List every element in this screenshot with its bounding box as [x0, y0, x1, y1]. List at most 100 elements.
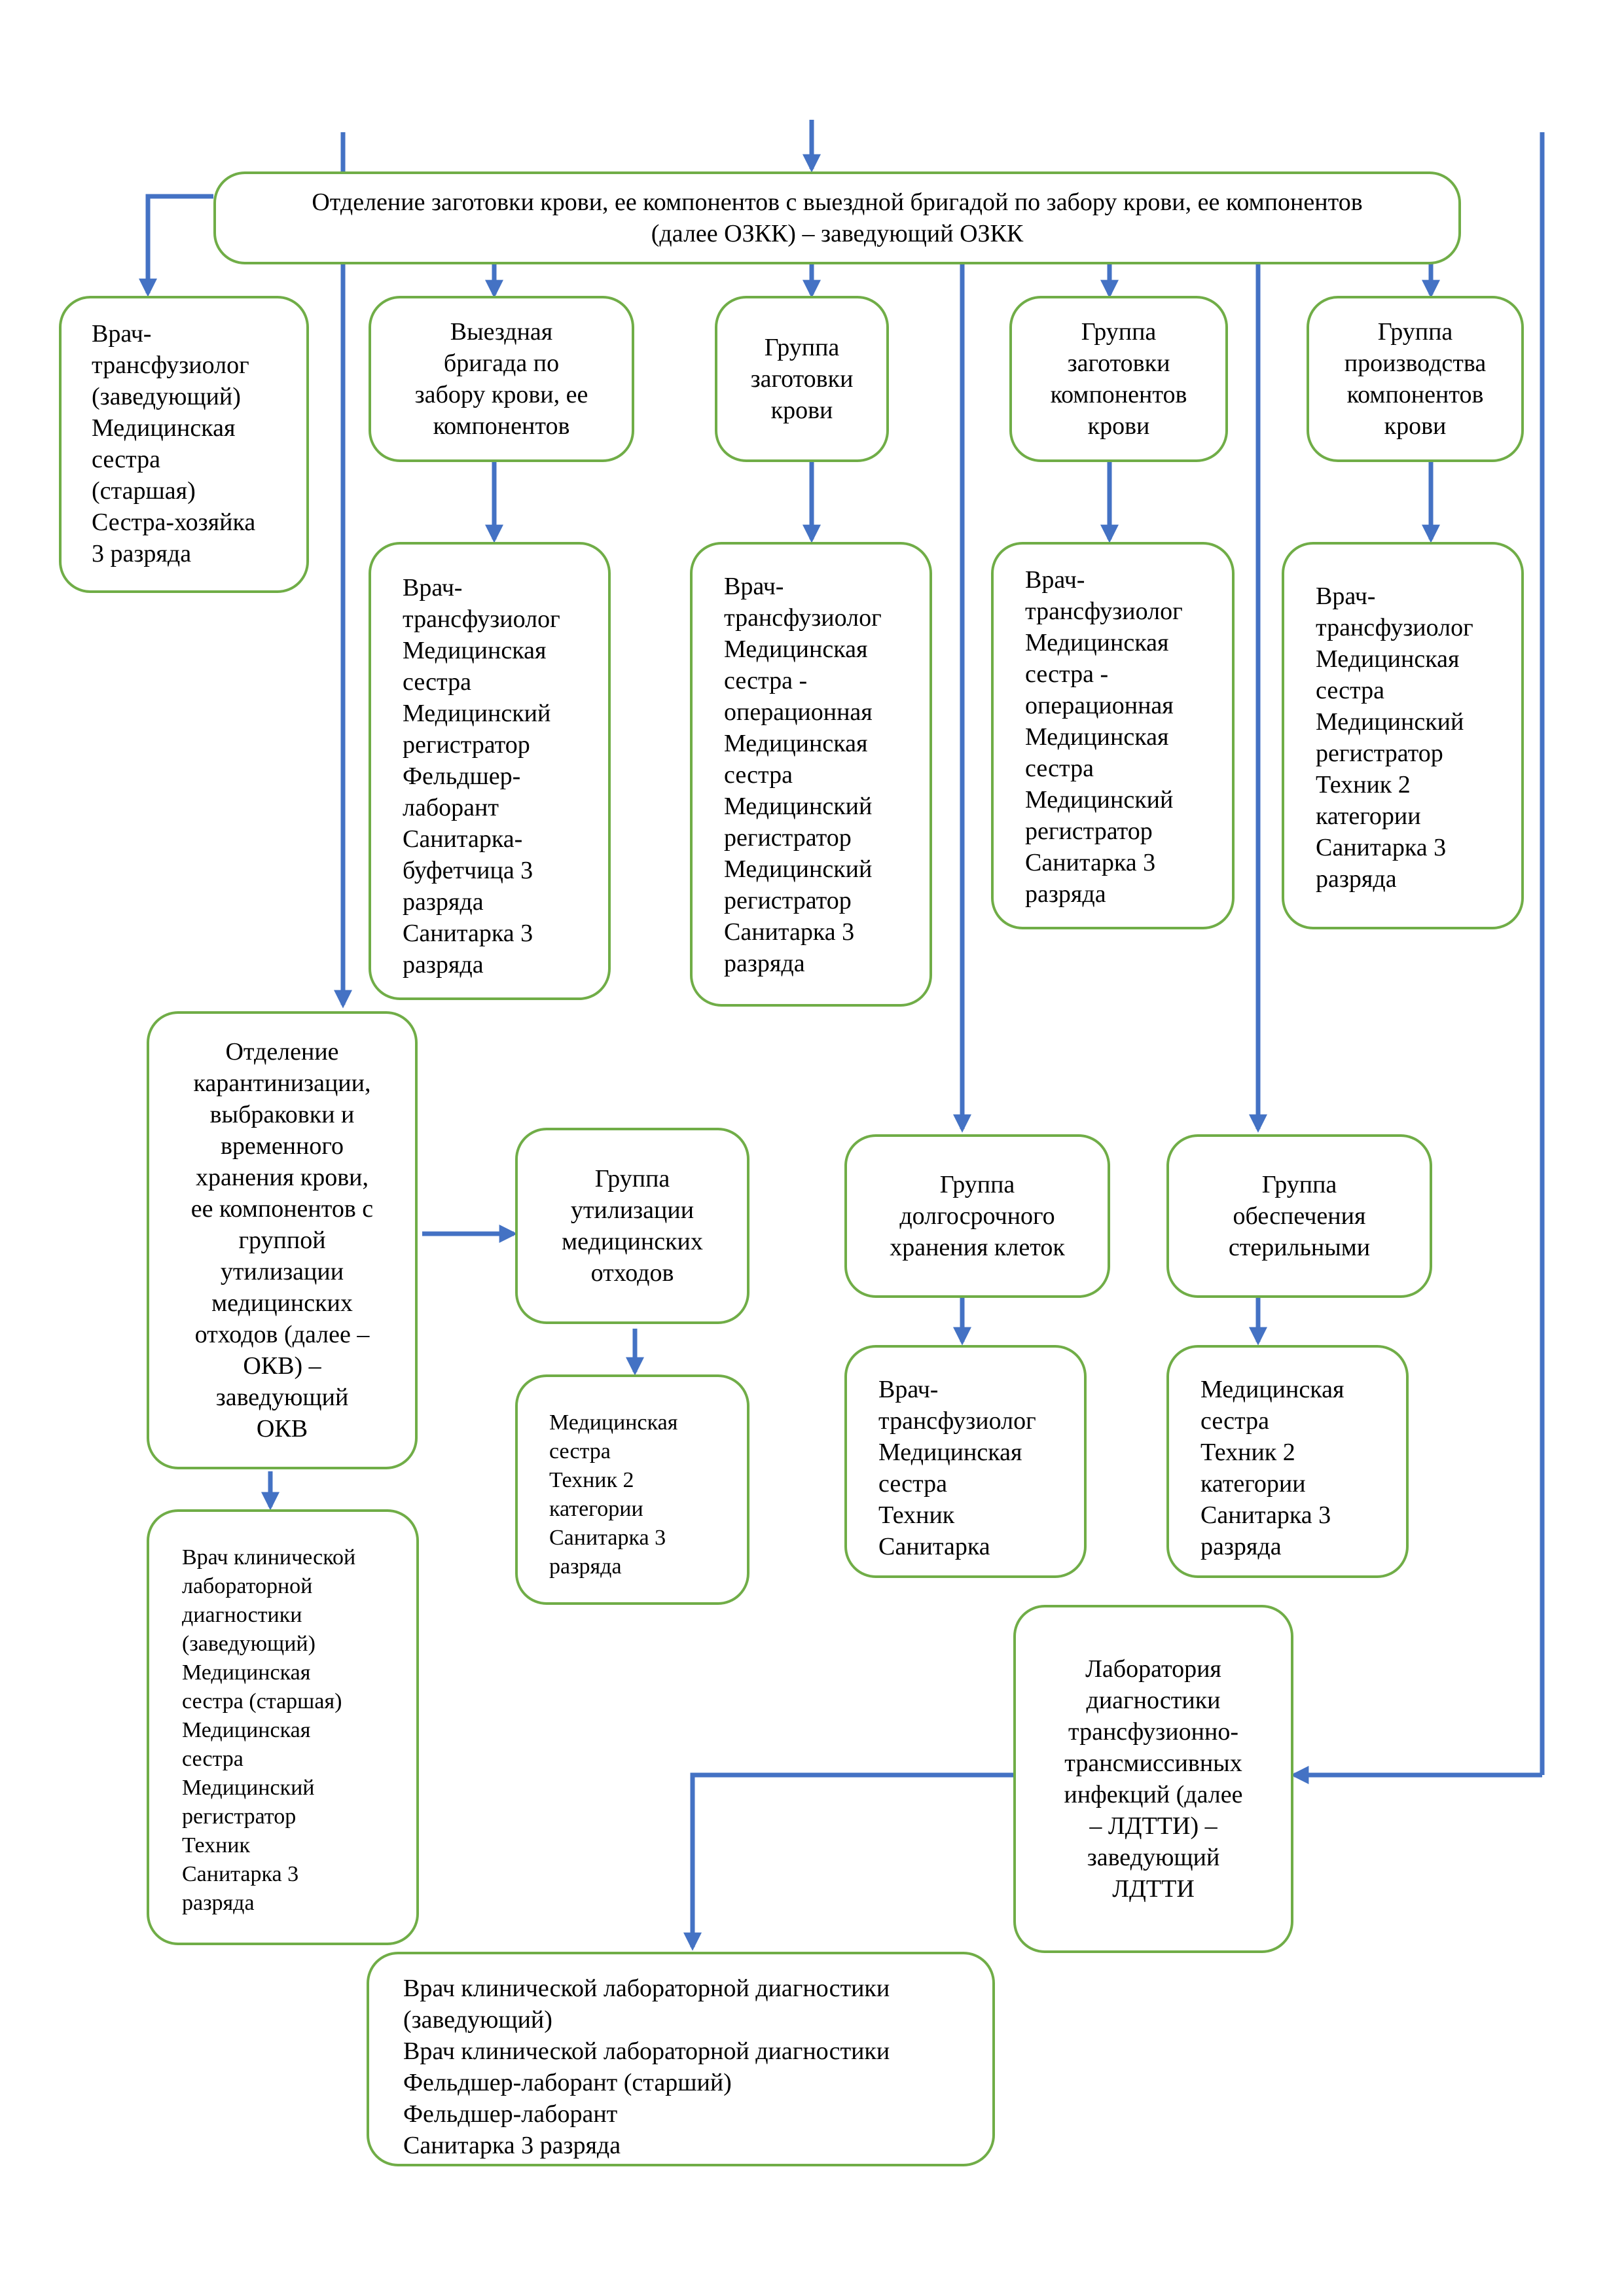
sterile-supply-staff-line: сестра	[1200, 1407, 1269, 1435]
box-component-production-staff: Врач- трансфузиолог Медицинская сестра М…	[1282, 542, 1524, 929]
blood-collection-staff-line: Врач-	[724, 573, 784, 600]
box-component-collection-group: Группа заготовки компонентов крови	[1009, 296, 1228, 462]
okv-staff-line: разряда	[182, 1891, 255, 1915]
box-ldtti-laboratory: Лаборатория диагностики трансфузионно- т…	[1013, 1605, 1293, 1953]
okv-staff-line: лабораторной	[182, 1574, 313, 1598]
mobile-team-line: забору крови, ее	[414, 381, 588, 408]
mobile-team-staff-line: лаборант	[403, 794, 499, 821]
mobile-team-staff-line: Врач-	[403, 574, 463, 601]
cell-storage-staff-line: Техник	[878, 1501, 955, 1529]
sterile-supply-staff-line: категории	[1200, 1470, 1306, 1498]
cell-storage-line: долгосрочного	[899, 1202, 1055, 1230]
mobile-team-staff-line: разряда	[403, 951, 484, 978]
ozkk-staff-line: Сестра-хозяйка	[92, 509, 256, 536]
component-production-staff-line: Медицинский	[1316, 708, 1464, 736]
blood-collection-staff-line: трансфузиолог	[724, 604, 882, 632]
cell-storage-staff-line: Санитарка	[878, 1533, 990, 1560]
cell-storage-staff-line: сестра	[878, 1470, 947, 1498]
component-collection-staff-line: сестра -	[1025, 660, 1109, 688]
sterile-supply-staff-line: Техник 2	[1200, 1439, 1295, 1466]
ldtti-line: ЛДТТИ	[1112, 1875, 1195, 1903]
mobile-team-line: компонентов	[433, 412, 570, 440]
mobile-team-line: Выездная	[450, 318, 553, 346]
waste-disposal-staff-line: разряда	[549, 1554, 622, 1579]
cell-storage-line: Группа	[939, 1171, 1015, 1198]
box-okv-department: Отделение карантинизации, выбраковки и в…	[147, 1011, 418, 1469]
okv-staff-line: Медицинский	[182, 1776, 315, 1800]
ozkk-staff-line: (старшая)	[92, 477, 196, 505]
blood-collection-staff-line: разряда	[724, 950, 805, 977]
box-mobile-team: Выездная бригада по забору крови, ее ком…	[369, 296, 634, 462]
component-collection-staff-line: сестра	[1025, 755, 1094, 782]
blood-collection-line: заготовки	[750, 365, 854, 393]
component-collection-line: крови	[1087, 412, 1150, 440]
box-sterile-supply-group: Группа обеспечения стерильными	[1166, 1134, 1432, 1298]
blood-collection-staff-line: Санитарка 3	[724, 918, 855, 946]
blood-collection-line: Группа	[764, 334, 840, 361]
waste-disposal-line: медицинских	[562, 1228, 703, 1255]
box-component-collection-staff: Врач- трансфузиолог Медицинская сестра -…	[991, 542, 1235, 929]
box-blood-collection-staff: Врач- трансфузиолог Медицинская сестра -…	[690, 542, 932, 1007]
component-production-staff-line: регистратор	[1316, 740, 1443, 767]
blood-collection-staff-line: регистратор	[724, 887, 852, 914]
ozkk-staff-line: Врач-	[92, 320, 152, 348]
ozkk-title-line-2: (далее ОЗКК) – заведующий ОЗКК	[651, 220, 1024, 247]
mobile-team-line: бригада по	[443, 350, 560, 377]
okv-line: группой	[238, 1227, 326, 1254]
blood-collection-staff-line: сестра -	[724, 667, 808, 694]
component-collection-staff-line: Медицинская	[1025, 723, 1169, 751]
box-mobile-team-staff: Врач- трансфузиолог Медицинская сестра М…	[369, 542, 611, 1000]
cell-storage-staff-line: Медицинская	[878, 1439, 1022, 1466]
ldtti-staff-line: Врач клинической лабораторной диагностик…	[403, 1975, 890, 2002]
ldtti-line: диагностики	[1086, 1687, 1221, 1714]
component-collection-staff-line: трансфузиолог	[1025, 598, 1183, 625]
okv-staff-line: Техник	[182, 1833, 251, 1857]
component-production-staff-line: Врач-	[1316, 583, 1376, 610]
ozkk-staff-line: 3 разряда	[92, 540, 192, 567]
ldtti-staff-line: Врач клинической лабораторной диагностик…	[403, 2037, 890, 2065]
blood-collection-staff-line: Медицинский	[724, 793, 873, 820]
component-collection-line: компонентов	[1050, 381, 1187, 408]
waste-disposal-line: отходов	[590, 1259, 674, 1287]
component-collection-staff-line: Санитарка 3	[1025, 849, 1156, 876]
okv-line: заведующий	[215, 1384, 349, 1411]
sterile-supply-staff-line: разряда	[1200, 1533, 1282, 1560]
waste-disposal-line: утилизации	[570, 1196, 695, 1224]
component-production-line: крови	[1384, 412, 1447, 440]
box-blood-collection-group: Группа заготовки крови	[715, 296, 889, 462]
okv-staff-line: (заведующий)	[182, 1632, 316, 1656]
cell-storage-staff-line: трансфузиолог	[878, 1407, 1036, 1435]
box-okv-staff: Врач клинической лабораторной диагностик…	[147, 1509, 419, 1945]
ldtti-staff-line: Фельдшер-лаборант (старший)	[403, 2069, 732, 2096]
mobile-team-staff-line: регистратор	[403, 731, 530, 759]
okv-staff-line: Санитарка 3	[182, 1862, 299, 1886]
component-collection-staff-line: Медицинский	[1025, 786, 1174, 814]
okv-staff-line: Врач клинической	[182, 1545, 356, 1570]
sterile-supply-line: обеспечения	[1233, 1202, 1366, 1230]
box-ozkk-department: Отделение заготовки крови, ее компоненто…	[213, 171, 1461, 264]
mobile-team-staff-line: Санитарка 3	[403, 920, 533, 947]
component-production-line: Группа	[1377, 318, 1453, 346]
component-collection-staff-line: операционная	[1025, 692, 1174, 719]
sterile-supply-line: Группа	[1261, 1171, 1337, 1198]
component-production-staff-line: разряда	[1316, 865, 1397, 893]
okv-staff-line: сестра	[182, 1747, 244, 1771]
blood-collection-staff-line: операционная	[724, 698, 873, 726]
component-production-staff-line: сестра	[1316, 677, 1384, 704]
ldtti-staff-line: Санитарка 3 разряда	[403, 2132, 621, 2159]
mobile-team-staff-line: буфетчица 3	[403, 857, 533, 884]
waste-disposal-staff-line: Медицинская	[549, 1410, 678, 1435]
box-component-production-group: Группа производства компонентов крови	[1307, 296, 1524, 462]
waste-disposal-line: Группа	[594, 1165, 670, 1193]
waste-disposal-staff-line: Техник 2	[549, 1468, 634, 1492]
component-production-line: производства	[1344, 350, 1487, 377]
box-ozkk-staff: Врач- трансфузиолог (заведующий) Медицин…	[59, 296, 309, 593]
ozkk-staff-line: сестра	[92, 446, 160, 473]
arrow-ozkk-to-staff	[139, 194, 213, 297]
ldtti-line: – ЛДТТИ) –	[1089, 1812, 1218, 1840]
component-collection-staff-line: регистратор	[1025, 817, 1153, 845]
box-ldtti-staff: Врач клинической лабораторной диагностик…	[367, 1952, 995, 2166]
mobile-team-staff-line: Санитарка-	[403, 825, 523, 853]
ldtti-line: заведующий	[1087, 1844, 1220, 1871]
okv-staff-line: Медицинская	[182, 1660, 311, 1685]
